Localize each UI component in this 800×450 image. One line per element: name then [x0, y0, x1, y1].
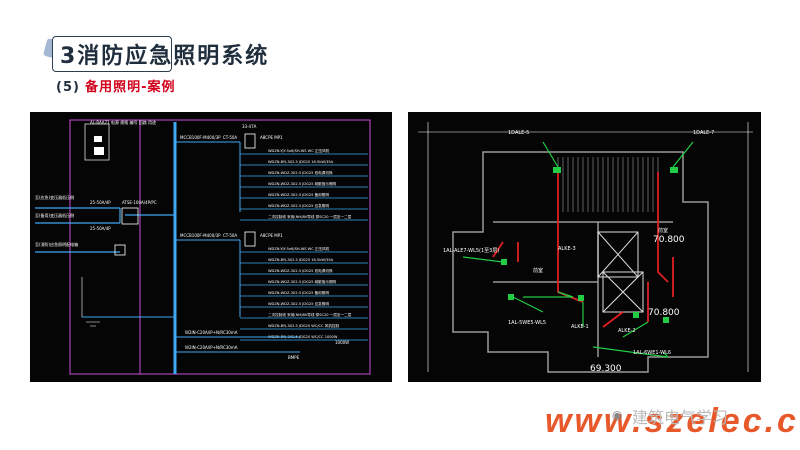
- meter-label-upper: A8CPE MP1: [260, 135, 283, 140]
- feeder-row-label: WDZN-YJY-5x6/SH-WS WC 正压风机: [268, 148, 330, 153]
- ct-label-upper: CT-50A: [223, 135, 237, 140]
- plan-tag-8: 1AL-6WE1-WL6: [633, 350, 671, 356]
- elevator-shaft-1: [597, 231, 639, 278]
- breaker-label-upper: MCCB100F-M400/3P: [180, 135, 221, 140]
- plan-tag-1: 1DALE-5: [508, 130, 529, 136]
- feeder-row-label: WDZN-YJY-5x6/SH-WS WC 正压风机: [268, 246, 330, 251]
- atse-label: ATSE-100A/4P/PC: [122, 200, 157, 205]
- feeder-row-label: WDZN-BYJ-3X2.5 JDG25 16.5kW/35A: [268, 258, 334, 262]
- distribution-schematic-drawing: AL-RAA71 电源 规格 编号 回路 用途 至(应急)变压器低压侧 至(备用…: [30, 112, 392, 382]
- elevation-3: 69.300: [590, 364, 622, 374]
- feeder-row-label: WDZN-WDZ-3X2.5 JDG25 双电源切换: [268, 170, 333, 175]
- feeder-row-label: 二次控制线 采用(NH)BV导线 穿SC20 一层至一二层: [268, 214, 352, 219]
- feeder-row-label: WDZN-BYJ-3X2.5 JDG20 16.5kW/35A: [268, 160, 334, 164]
- elevation-2: 70.800: [648, 308, 680, 318]
- feeder-row-label: WDZN-WDZ-3X2.5 JDG25 双电源切换: [268, 268, 333, 273]
- bottom-power-2: BMPE: [288, 355, 300, 360]
- feeder-rows-upper: WDZN-YJY-5x6/SH-WS WC 正压风机 WDZN-BYJ-3X2.5…: [240, 148, 368, 221]
- meter-label-lower: A8CPE MP1: [260, 233, 283, 238]
- plan-tag-5: ALKE-1: [571, 324, 589, 330]
- breaker-label-lower: MCCB100F-M400/3P: [180, 233, 221, 238]
- incoming-label-2: 至(备用)变压器低压侧: [35, 212, 74, 218]
- bottom-breaker-2: W2IN-C20A/IP+N/RC30mA: [185, 345, 238, 350]
- feeder-rows-lower: WDZN-YJY-5x6/SH-WS WC 正压风机 WDZN-BYJ-3X2.5…: [240, 246, 368, 341]
- ct-label-lower: CT-50A: [223, 233, 237, 238]
- subtitle-number: (5): [56, 80, 80, 95]
- schematic-header: AL-RAA71 电源 规格 编号 回路 用途: [90, 119, 156, 125]
- meter-box-upper: [244, 133, 256, 149]
- slide-subtitle: (5) 备用照明-案例: [56, 76, 175, 95]
- incoming-label-3: 至(消防)应急照明配电箱: [35, 241, 78, 247]
- room-label-2: 前室: [658, 227, 668, 234]
- kw-label: 33-47A: [242, 124, 257, 129]
- subtitle-text: 备用照明-案例: [85, 80, 176, 95]
- source-rating-1: 25-50A/4P: [90, 200, 111, 205]
- feeder-row-label: WDZN-BYJ-3X2.5 JDG20 WC/CC 1000W: [268, 335, 338, 339]
- feeder-row-label: WDZN-BYJ-3X2.5 JDG20 WC/CC 风机控制: [268, 323, 339, 328]
- atse-switch-symbol: [121, 207, 139, 225]
- wechat-icon: ◉: [612, 408, 623, 422]
- bottom-power-1: 1000W: [335, 340, 349, 345]
- feeder-row-label: WDZN-WDZ-3X2.5 JDG25 应急照明: [268, 301, 329, 306]
- title-box: [52, 36, 172, 72]
- plan-tag-6: 1AL-5WE5-WL5: [508, 320, 546, 326]
- bottom-breaker-1: W2IN-C20A/IP+N/RC30mA: [185, 330, 238, 335]
- feeder-row-label: WDZN-WDZ-3X2.5 JDG25 疏散指示照明: [268, 279, 337, 284]
- meter-box-lower: [244, 231, 256, 247]
- feeder-row-label: WDZN-WDZ-3X2.5 JDG25 疏散指示照明: [268, 181, 337, 186]
- control-box-symbol: [114, 244, 126, 256]
- plan-tag-3: 1AL-ALE7-WL5(1至3层): [443, 248, 499, 254]
- slide-title: 3消防应急照明系统: [60, 44, 270, 69]
- plan-tag-7: ALKE-2: [618, 328, 636, 334]
- plan-tag-4: ALKE-3: [558, 246, 576, 252]
- source-rating-2: 25-50A/4P: [90, 226, 111, 231]
- watermark-url: www.szelec.cc: [545, 402, 800, 440]
- room-label-1: 前室: [533, 267, 543, 274]
- feeder-row-label: WDZN-WDZ-3X2.5 JDG25 应急照明: [268, 203, 329, 208]
- floor-plan-drawing: 1DALE-5 1DALE-7 1AL-ALE7-WL5(1至3层) ALKE-…: [408, 112, 761, 382]
- feeder-row-label: 二次控制线 采用(NH)BV导线 穿SC20 一层至一二层: [268, 312, 352, 317]
- incoming-label-1: 至(应急)变压器低压侧: [35, 194, 74, 200]
- plan-tag-2: 1DALE-7: [693, 130, 714, 136]
- feeder-row-label: WDZN-WDZ-3X2.5 JDG25 备用照明: [268, 290, 329, 295]
- elevation-1: 70.800: [653, 235, 685, 245]
- watermark-cn: 建筑电气学习: [632, 408, 729, 427]
- feeder-row-label: WDZN-WDZ-3X2.5 JDG25 备用照明: [268, 192, 329, 197]
